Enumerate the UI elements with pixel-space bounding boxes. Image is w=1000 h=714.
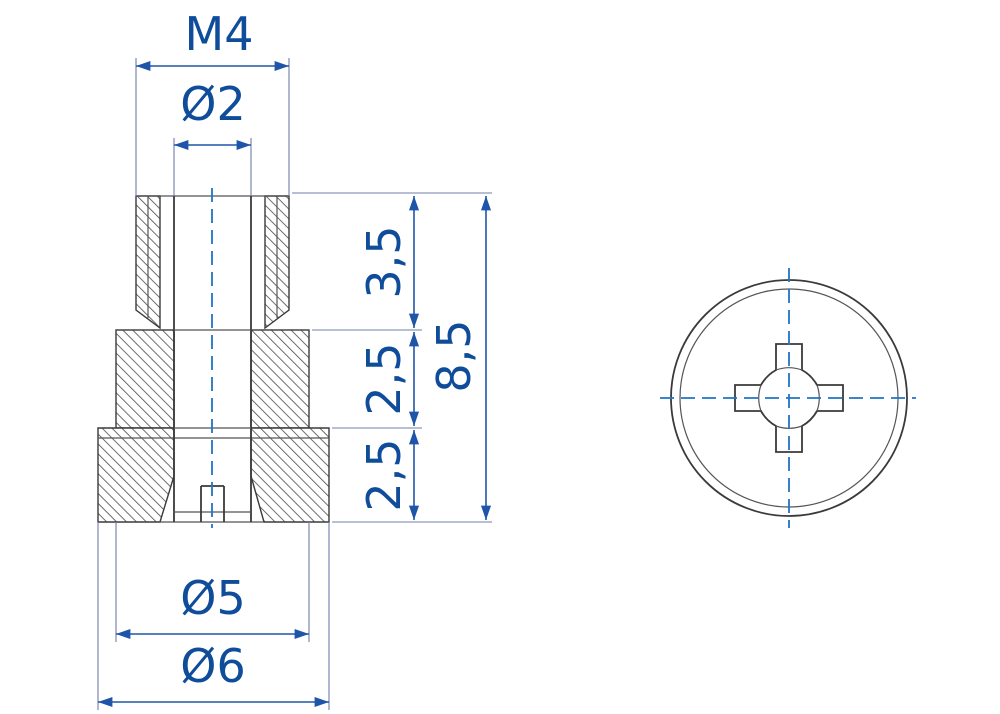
bore-diameter-label: Ø2 [180, 77, 245, 131]
outer-diameter-label: Ø6 [180, 639, 245, 693]
end-view [660, 268, 916, 528]
section-view [97, 188, 330, 528]
height-total-label: 8,5 [427, 319, 481, 392]
bottom-stage-hatch [97, 427, 330, 523]
height-middle-label: 2,5 [357, 342, 411, 415]
inner-diameter-label: Ø5 [180, 571, 245, 625]
height-top-label: 3,5 [357, 225, 411, 298]
extension-lines [97, 58, 492, 710]
dimension-lines [98, 60, 492, 708]
top-stage-hatch [135, 195, 290, 330]
thread-dimension-label: M4 [185, 7, 254, 61]
height-bottom-label: 2,5 [357, 438, 411, 511]
